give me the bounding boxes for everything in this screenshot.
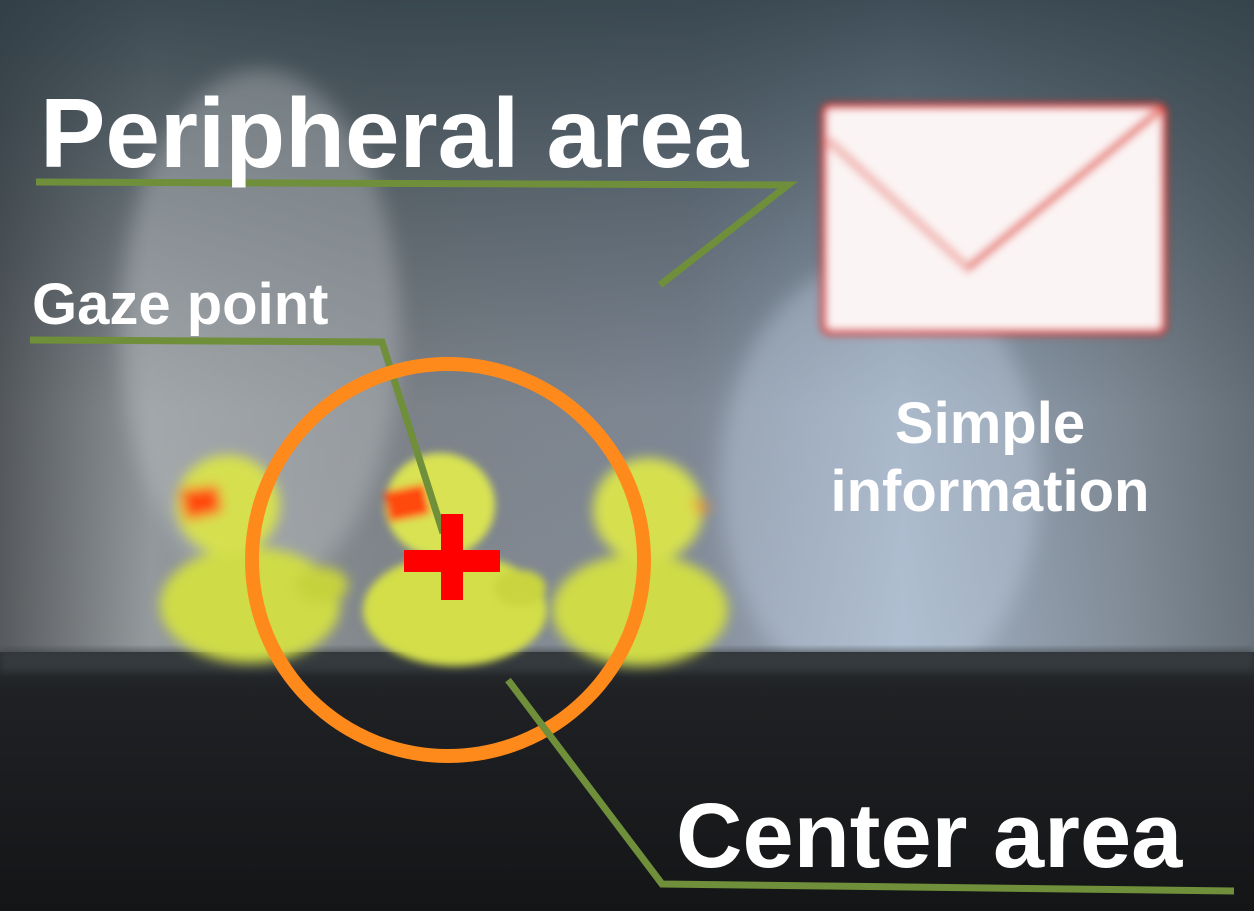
duck-left xyxy=(160,455,348,663)
peripheral-leader-line xyxy=(35,178,799,288)
peripheral-area-label: Peripheral area xyxy=(40,78,749,188)
simple-information-label: Simple information xyxy=(790,390,1190,526)
duck-middle xyxy=(363,453,547,666)
envelope-icon xyxy=(821,103,1167,335)
center-area-label: Center area xyxy=(676,785,1183,887)
center-leader-line xyxy=(505,677,1235,895)
simple-information-line-1: Simple xyxy=(894,391,1086,456)
center-area-circle xyxy=(245,357,651,763)
crosshair-plus-icon xyxy=(404,514,500,600)
simple-information-line-2: information xyxy=(830,459,1150,524)
gaze-leader-line xyxy=(29,336,447,535)
gaze-point-label: Gaze point xyxy=(32,272,329,337)
